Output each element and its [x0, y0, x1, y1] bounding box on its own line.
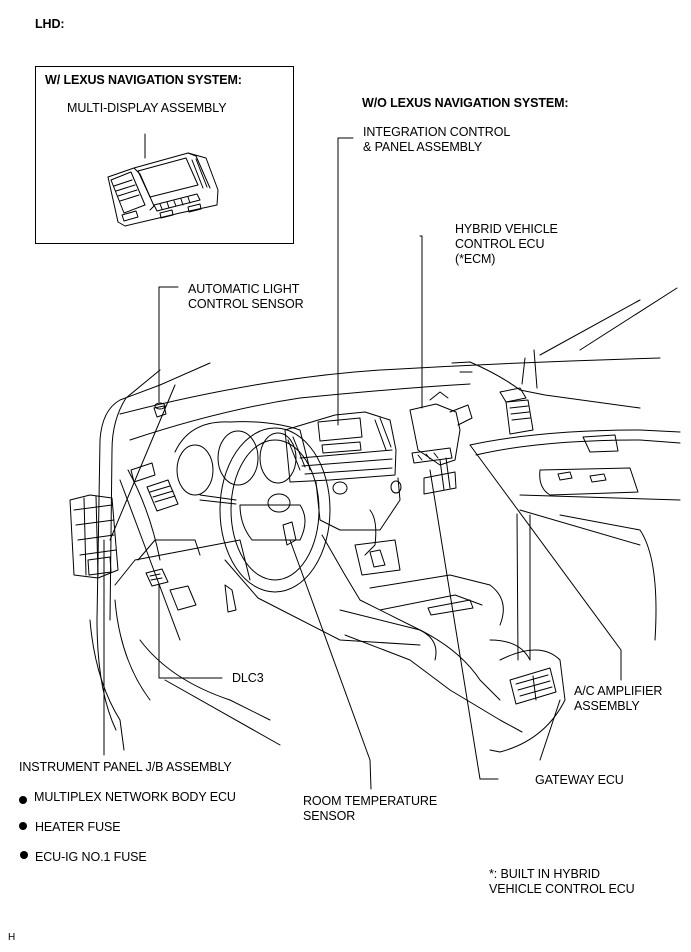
label-multi-display-assembly: MULTI-DISPLAY ASSEMBLY	[67, 101, 227, 115]
navigation-inset-box	[35, 66, 294, 244]
footnote: *: BUILT IN HYBRID VEHICLE CONTROL ECU	[489, 867, 635, 896]
jb-item: HEATER FUSE	[35, 820, 121, 834]
label-ac-amplifier-assembly: A/C AMPLIFIER ASSEMBLY	[574, 684, 663, 713]
inset-title: W/ LEXUS NAVIGATION SYSTEM:	[45, 73, 242, 87]
label-automatic-light-control-sensor: AUTOMATIC LIGHT CONTROL SENSOR	[188, 282, 304, 311]
drive-side-heading: LHD:	[35, 17, 65, 31]
main-section-title: W/O LEXUS NAVIGATION SYSTEM:	[362, 96, 569, 110]
label-hybrid-vehicle-control-ecu: HYBRID VEHICLE CONTROL ECU (*ECM)	[455, 222, 558, 266]
label-integration-control-panel: INTEGRATION CONTROL & PANEL ASSEMBLY	[363, 125, 511, 154]
leader-ac-amplifier	[469, 444, 622, 681]
label-gateway-ecu: GATEWAY ECU	[535, 773, 624, 787]
label-dlc3: DLC3	[232, 671, 264, 685]
bullet-icon	[20, 851, 28, 859]
bullet-icon	[19, 796, 27, 804]
leader-dlc3	[158, 583, 223, 679]
leader-integration-control	[337, 137, 354, 426]
car-interior	[69, 287, 681, 761]
corner-code: H	[8, 932, 16, 943]
leader-hybrid-ecu	[419, 235, 423, 409]
jb-item: ECU-IG NO.1 FUSE	[35, 850, 147, 864]
label-room-temperature-sensor: ROOM TEMPERATURE SENSOR	[303, 794, 438, 823]
bullet-icon	[19, 822, 27, 830]
leader-gateway-ecu	[429, 469, 499, 780]
leader-auto-light-sensor	[158, 286, 179, 403]
jb-item: MULTIPLEX NETWORK BODY ECU	[34, 790, 236, 804]
multi-display-assembly-drawing	[107, 133, 219, 227]
label-instrument-panel-jb-assembly: INSTRUMENT PANEL J/B ASSEMBLY	[19, 760, 232, 774]
leader-room-temp	[289, 539, 372, 790]
